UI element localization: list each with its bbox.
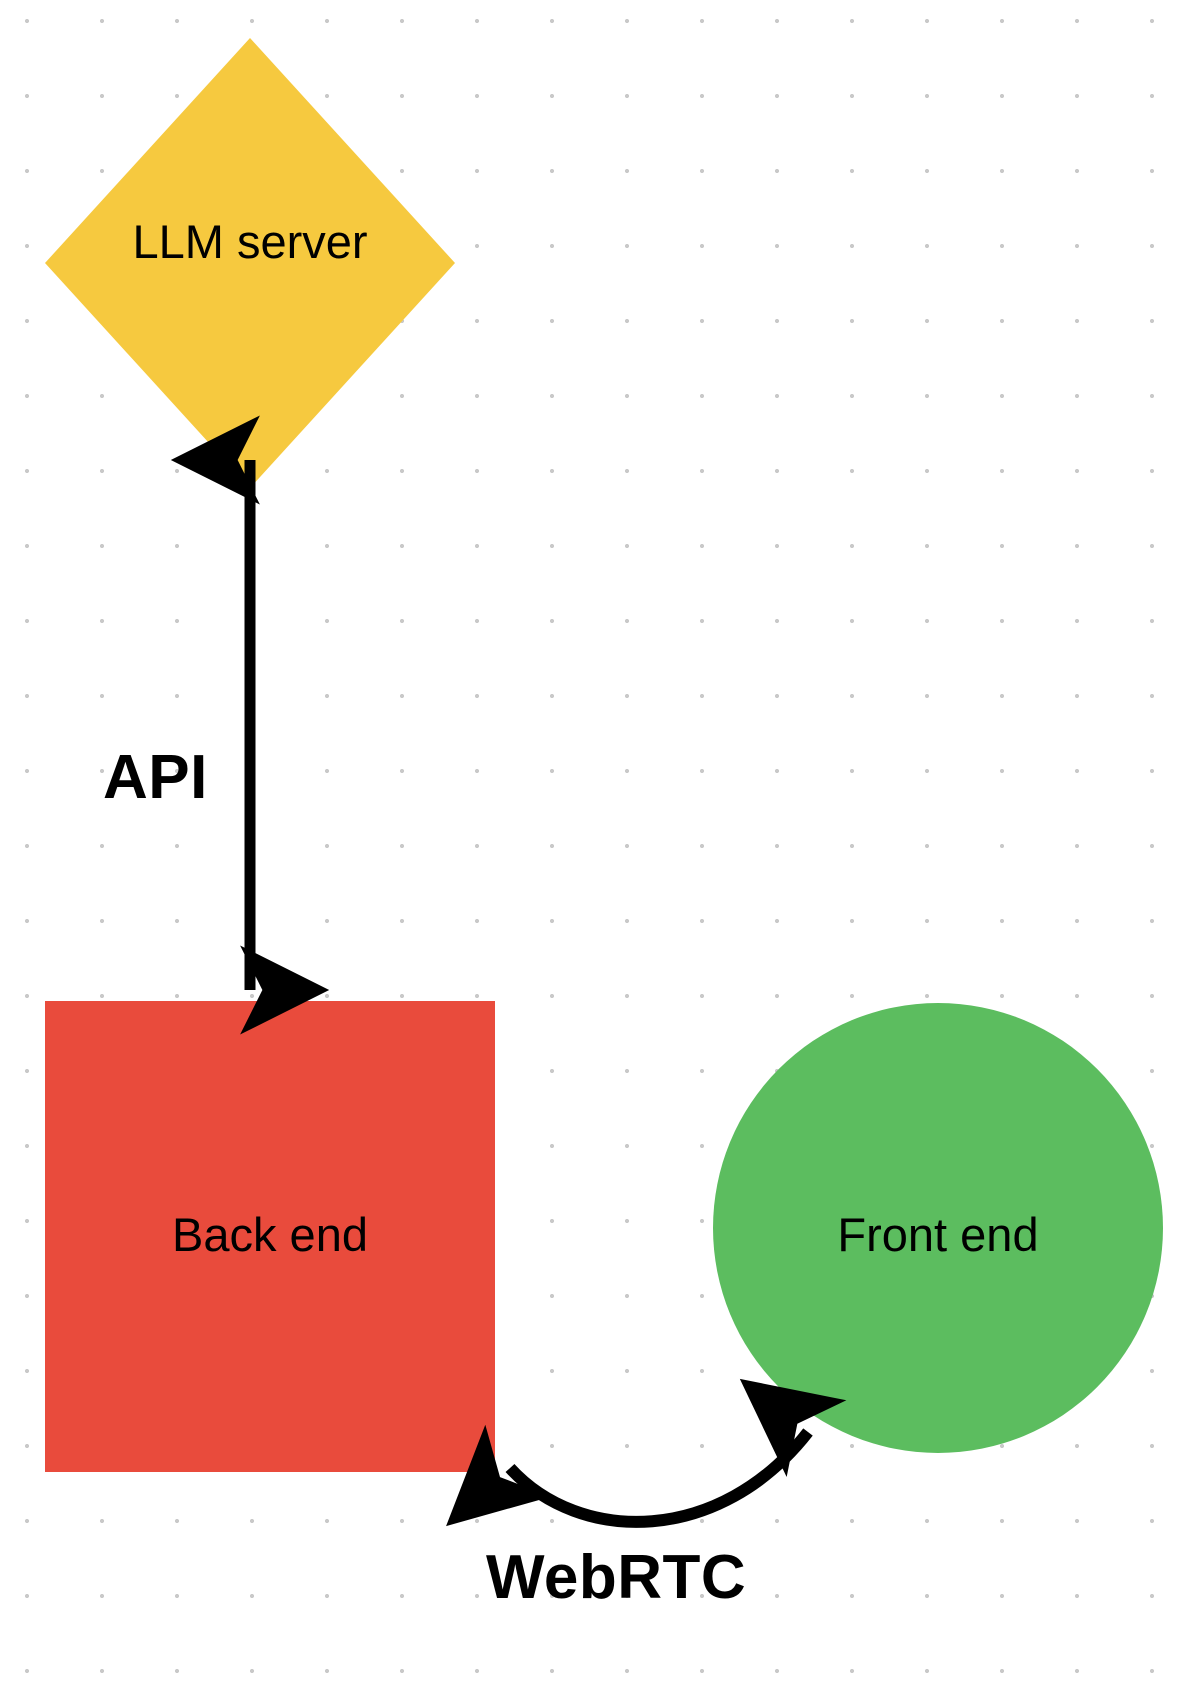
- edge-webrtc[interactable]: [446, 1378, 847, 1528]
- node-back-end[interactable]: [45, 1001, 495, 1472]
- node-llm-server[interactable]: [45, 38, 455, 488]
- node-front-end[interactable]: [713, 1003, 1163, 1453]
- diamond-shape: [45, 38, 455, 488]
- edge-api-label: API: [103, 743, 208, 812]
- webrtc-arrow-path: [446, 1378, 847, 1528]
- edge-webrtc-label: WebRTC: [486, 1543, 747, 1612]
